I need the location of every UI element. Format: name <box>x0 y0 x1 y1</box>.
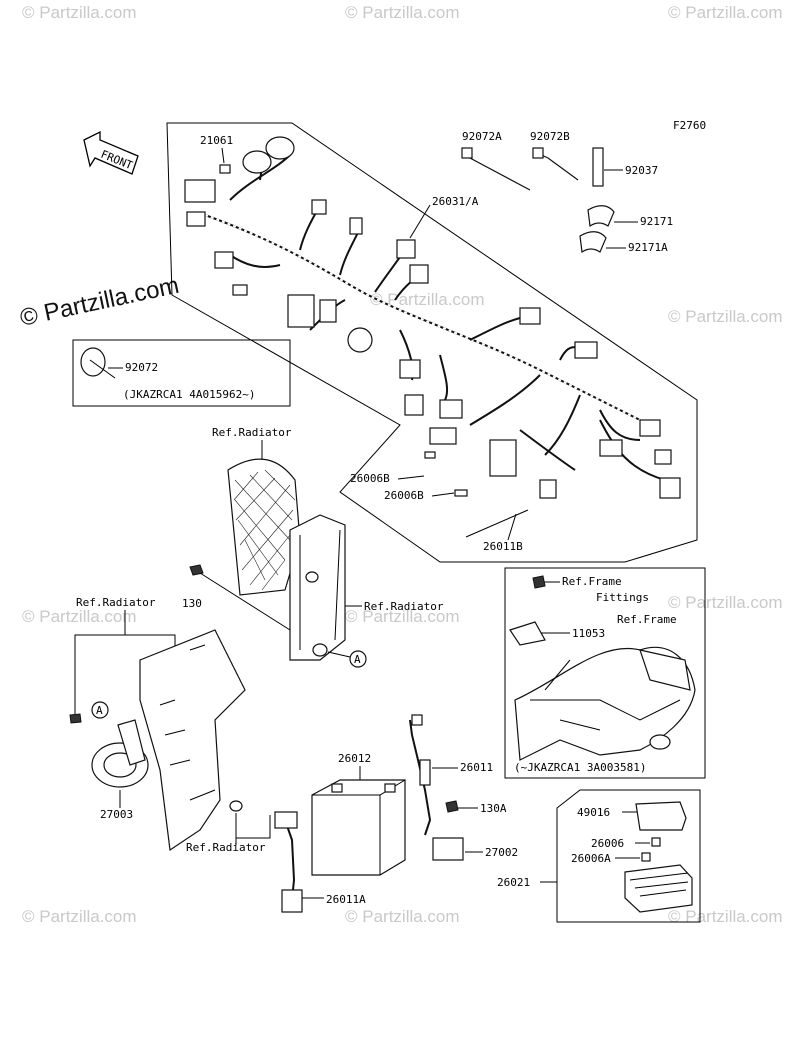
radiator-group: Ref.Radiator Ref.Radiator 130 A <box>182 426 444 668</box>
connector-icon <box>439 399 463 419</box>
fusebox-icon <box>624 864 693 913</box>
ref-frame-fittings-2: Fittings <box>596 591 649 604</box>
ref-radiator-1: Ref.Radiator <box>212 426 292 439</box>
clamp-icon <box>579 231 607 254</box>
clamp-icon <box>587 205 615 228</box>
watermark: © Partzilla.com <box>668 307 783 326</box>
watermark: © Partzilla.com <box>668 907 783 926</box>
fuse-icon <box>641 852 651 862</box>
callout-26012: 26012 <box>338 752 371 765</box>
callout-26011B: 26011B <box>483 540 523 553</box>
callout-26021: 26021 <box>497 876 530 889</box>
inset-fusebox: 49016 26006 26006A 26021 <box>497 789 701 923</box>
connector-icon <box>349 217 363 235</box>
connector-icon <box>574 341 598 359</box>
connector-icon <box>311 199 327 215</box>
callout-27002: 27002 <box>485 846 518 859</box>
ecu-connector-icon <box>287 294 315 328</box>
connector-icon <box>184 179 216 203</box>
cable-tie-icon <box>532 147 544 159</box>
sensor-icon <box>347 327 373 353</box>
mark-A1: A <box>354 653 361 666</box>
horn-group: Ref.Radiator A 27003 Ref.Radiator <box>69 596 271 854</box>
connector-icon <box>599 439 623 457</box>
callout-26006B-2: 26006B <box>384 489 424 502</box>
callout-11053: 11053 <box>572 627 605 640</box>
callout-92171A: 92171A <box>628 241 668 254</box>
relay-icon <box>265 136 295 160</box>
fuse-icon <box>454 489 468 497</box>
front-arrow-icon: FRONT <box>83 130 139 175</box>
ref-radiator-2: Ref.Radiator <box>364 600 444 613</box>
callouts-main: 21061 92072A 92072B 92037 26031/A 92171 … <box>200 130 673 254</box>
callout-92072B: 92072B <box>530 130 570 143</box>
relay-icon <box>242 150 272 174</box>
callout-92072A: 92072A <box>462 130 502 143</box>
connector-icon <box>399 359 421 379</box>
serial-note-1: (JKAZRCA1 4A015962~) <box>123 388 255 401</box>
bracket-icon <box>592 147 604 187</box>
callout-92037: 92037 <box>625 164 658 177</box>
connector-icon <box>232 284 248 296</box>
ref-frame: Ref.Frame <box>617 613 677 626</box>
connector-icon <box>214 251 234 269</box>
cable-tie-icon <box>461 147 473 159</box>
main-harness-group <box>166 122 698 563</box>
watermark: © Partzilla.com <box>22 907 137 926</box>
serial-note-2: (~JKAZRCA1 3A003581) <box>514 761 646 774</box>
callout-130A: 130A <box>480 802 507 815</box>
fuse-icon <box>424 451 436 459</box>
callout-26011A: 26011A <box>326 893 366 906</box>
connector-icon <box>489 439 517 477</box>
callout-27003: 27003 <box>100 808 133 821</box>
callout-92171: 92171 <box>640 215 673 228</box>
callout-26006A: 26006A <box>571 852 611 865</box>
callout-26006: 26006 <box>591 837 624 850</box>
connector-icon <box>186 211 206 227</box>
callout-26011: 26011 <box>460 761 493 774</box>
inset-92072: 92072 (JKAZRCA1 4A015962~) <box>72 339 291 407</box>
connector-icon <box>654 449 672 465</box>
relay-icon <box>432 837 464 861</box>
watermark: © Partzilla.com <box>22 3 137 22</box>
ref-radiator-4: Ref.Radiator <box>186 841 266 854</box>
fuse-icon <box>651 837 661 847</box>
fuse-icon <box>219 164 231 174</box>
callout-26006B: 26006B <box>350 472 390 485</box>
connector-icon <box>659 477 681 499</box>
callout-26031A: 26031/A <box>432 195 479 208</box>
connector-icon <box>429 427 457 445</box>
watermark: © Partzilla.com <box>345 907 460 926</box>
callout-49016: 49016 <box>577 806 610 819</box>
mark-A2: A <box>96 704 103 717</box>
watermark: © Partzilla.com <box>345 3 460 22</box>
watermark: © Partzilla.com <box>22 607 137 626</box>
watermark: © Partzilla.com <box>668 593 783 612</box>
watermark-main: © Partzilla.com <box>18 272 182 332</box>
watermark: © Partzilla.com <box>370 290 485 309</box>
ref-frame-fittings-1: Ref.Frame <box>562 575 622 588</box>
callout-130: 130 <box>182 597 202 610</box>
connector-icon <box>519 307 541 325</box>
connector-icon <box>409 264 429 284</box>
connector-icon <box>404 394 424 416</box>
callout-21061: 21061 <box>200 134 233 147</box>
connector-icon <box>319 299 337 323</box>
battery-group: 26012 26011 130A 27002 26011A <box>274 714 518 913</box>
ref-radiator-3: Ref.Radiator <box>76 596 156 609</box>
connector-icon <box>539 479 557 499</box>
inset-frame: Ref.Frame Fittings Ref.Frame 11053 (~JKA… <box>504 567 706 779</box>
fusebox-cover-icon <box>635 801 687 831</box>
callout-92072: 92072 <box>125 361 158 374</box>
connector-icon <box>639 419 661 437</box>
connector-icon <box>396 239 416 259</box>
callouts-harness-lower: 26006B 26006B 26011B <box>350 472 523 553</box>
diagram-code: F2760 <box>673 119 706 132</box>
watermark: © Partzilla.com <box>668 3 783 22</box>
watermark: © Partzilla.com <box>345 607 460 626</box>
